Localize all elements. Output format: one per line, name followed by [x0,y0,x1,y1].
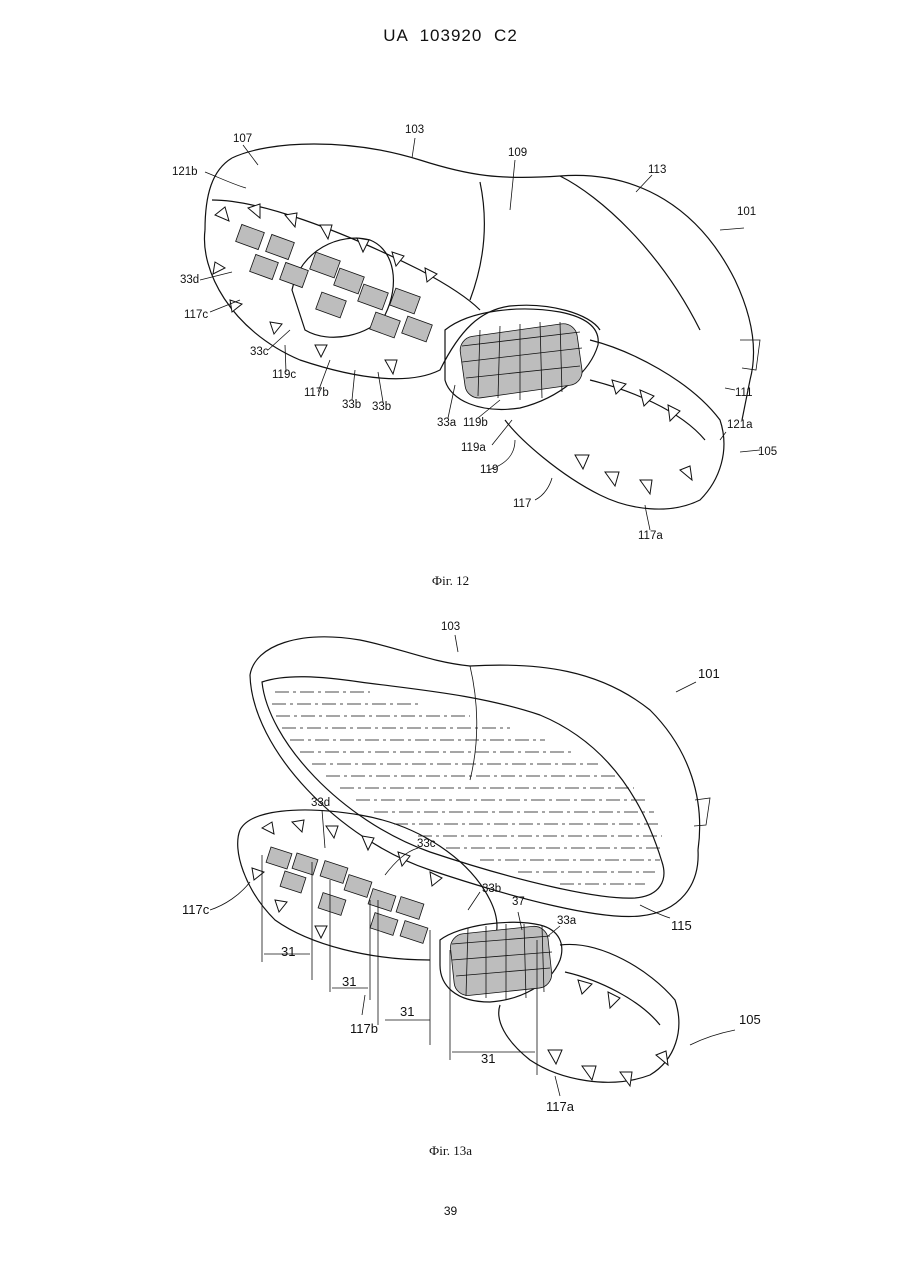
insole-hatching [272,692,662,884]
label-31-c: 31 [400,1004,414,1019]
label-31-d: 31 [481,1051,495,1066]
label-33b-b: 33b [372,401,391,413]
label-121a: 121a [727,419,753,431]
label-119a: 119a [461,442,486,454]
figure-13a-caption: Фіг. 13а [0,1143,901,1159]
label-31-a: 31 [281,944,295,959]
label-117c: 117c [184,309,208,321]
label-115: 115 [671,918,692,933]
label-33a-b: 33a [557,915,577,927]
label-37: 37 [512,896,525,908]
label-31-b: 31 [342,974,356,989]
label-117c-b: 117c [182,902,210,917]
label-33b-c: 33b [482,883,501,895]
label-33c: 33c [250,346,269,358]
label-117a: 117a [638,530,663,542]
forefoot-cleats [575,380,692,494]
label-103-b: 103 [441,621,460,633]
label-109: 109 [508,147,527,159]
label-101: 101 [737,206,756,218]
forefoot-tread-grid [458,322,583,400]
figure-13a-drawing: 103 101 33d 33c 117c 33b 37 33a 115 31 3… [0,600,901,1140]
label-117b-b: 117b [350,1021,378,1036]
label-101-b: 101 [698,666,720,681]
label-119c: 119c [272,369,296,381]
label-105-b: 105 [739,1012,761,1027]
label-119: 119 [480,464,498,476]
label-107: 107 [233,133,252,145]
page-number: 39 [0,1204,901,1218]
figure-12-caption: Фіг. 12 [0,573,901,589]
label-117b: 117b [304,387,329,399]
figure-12-drawing: 107 103 121b 109 113 101 33d 117c 33c 11… [0,0,901,600]
label-33d-b: 33d [311,797,330,809]
label-103: 103 [405,124,424,136]
label-121b: 121b [172,166,198,178]
label-33c-b: 33c [417,838,436,850]
label-33a: 33a [437,417,457,429]
label-33b-a: 33b [342,399,361,411]
label-117: 117 [513,498,531,510]
label-113: 113 [648,164,666,176]
label-105: 105 [758,446,777,458]
label-117a-b: 117a [546,1099,575,1114]
label-111: 111 [735,387,752,399]
label-119b: 119b [463,417,488,429]
label-33d: 33d [180,274,199,286]
